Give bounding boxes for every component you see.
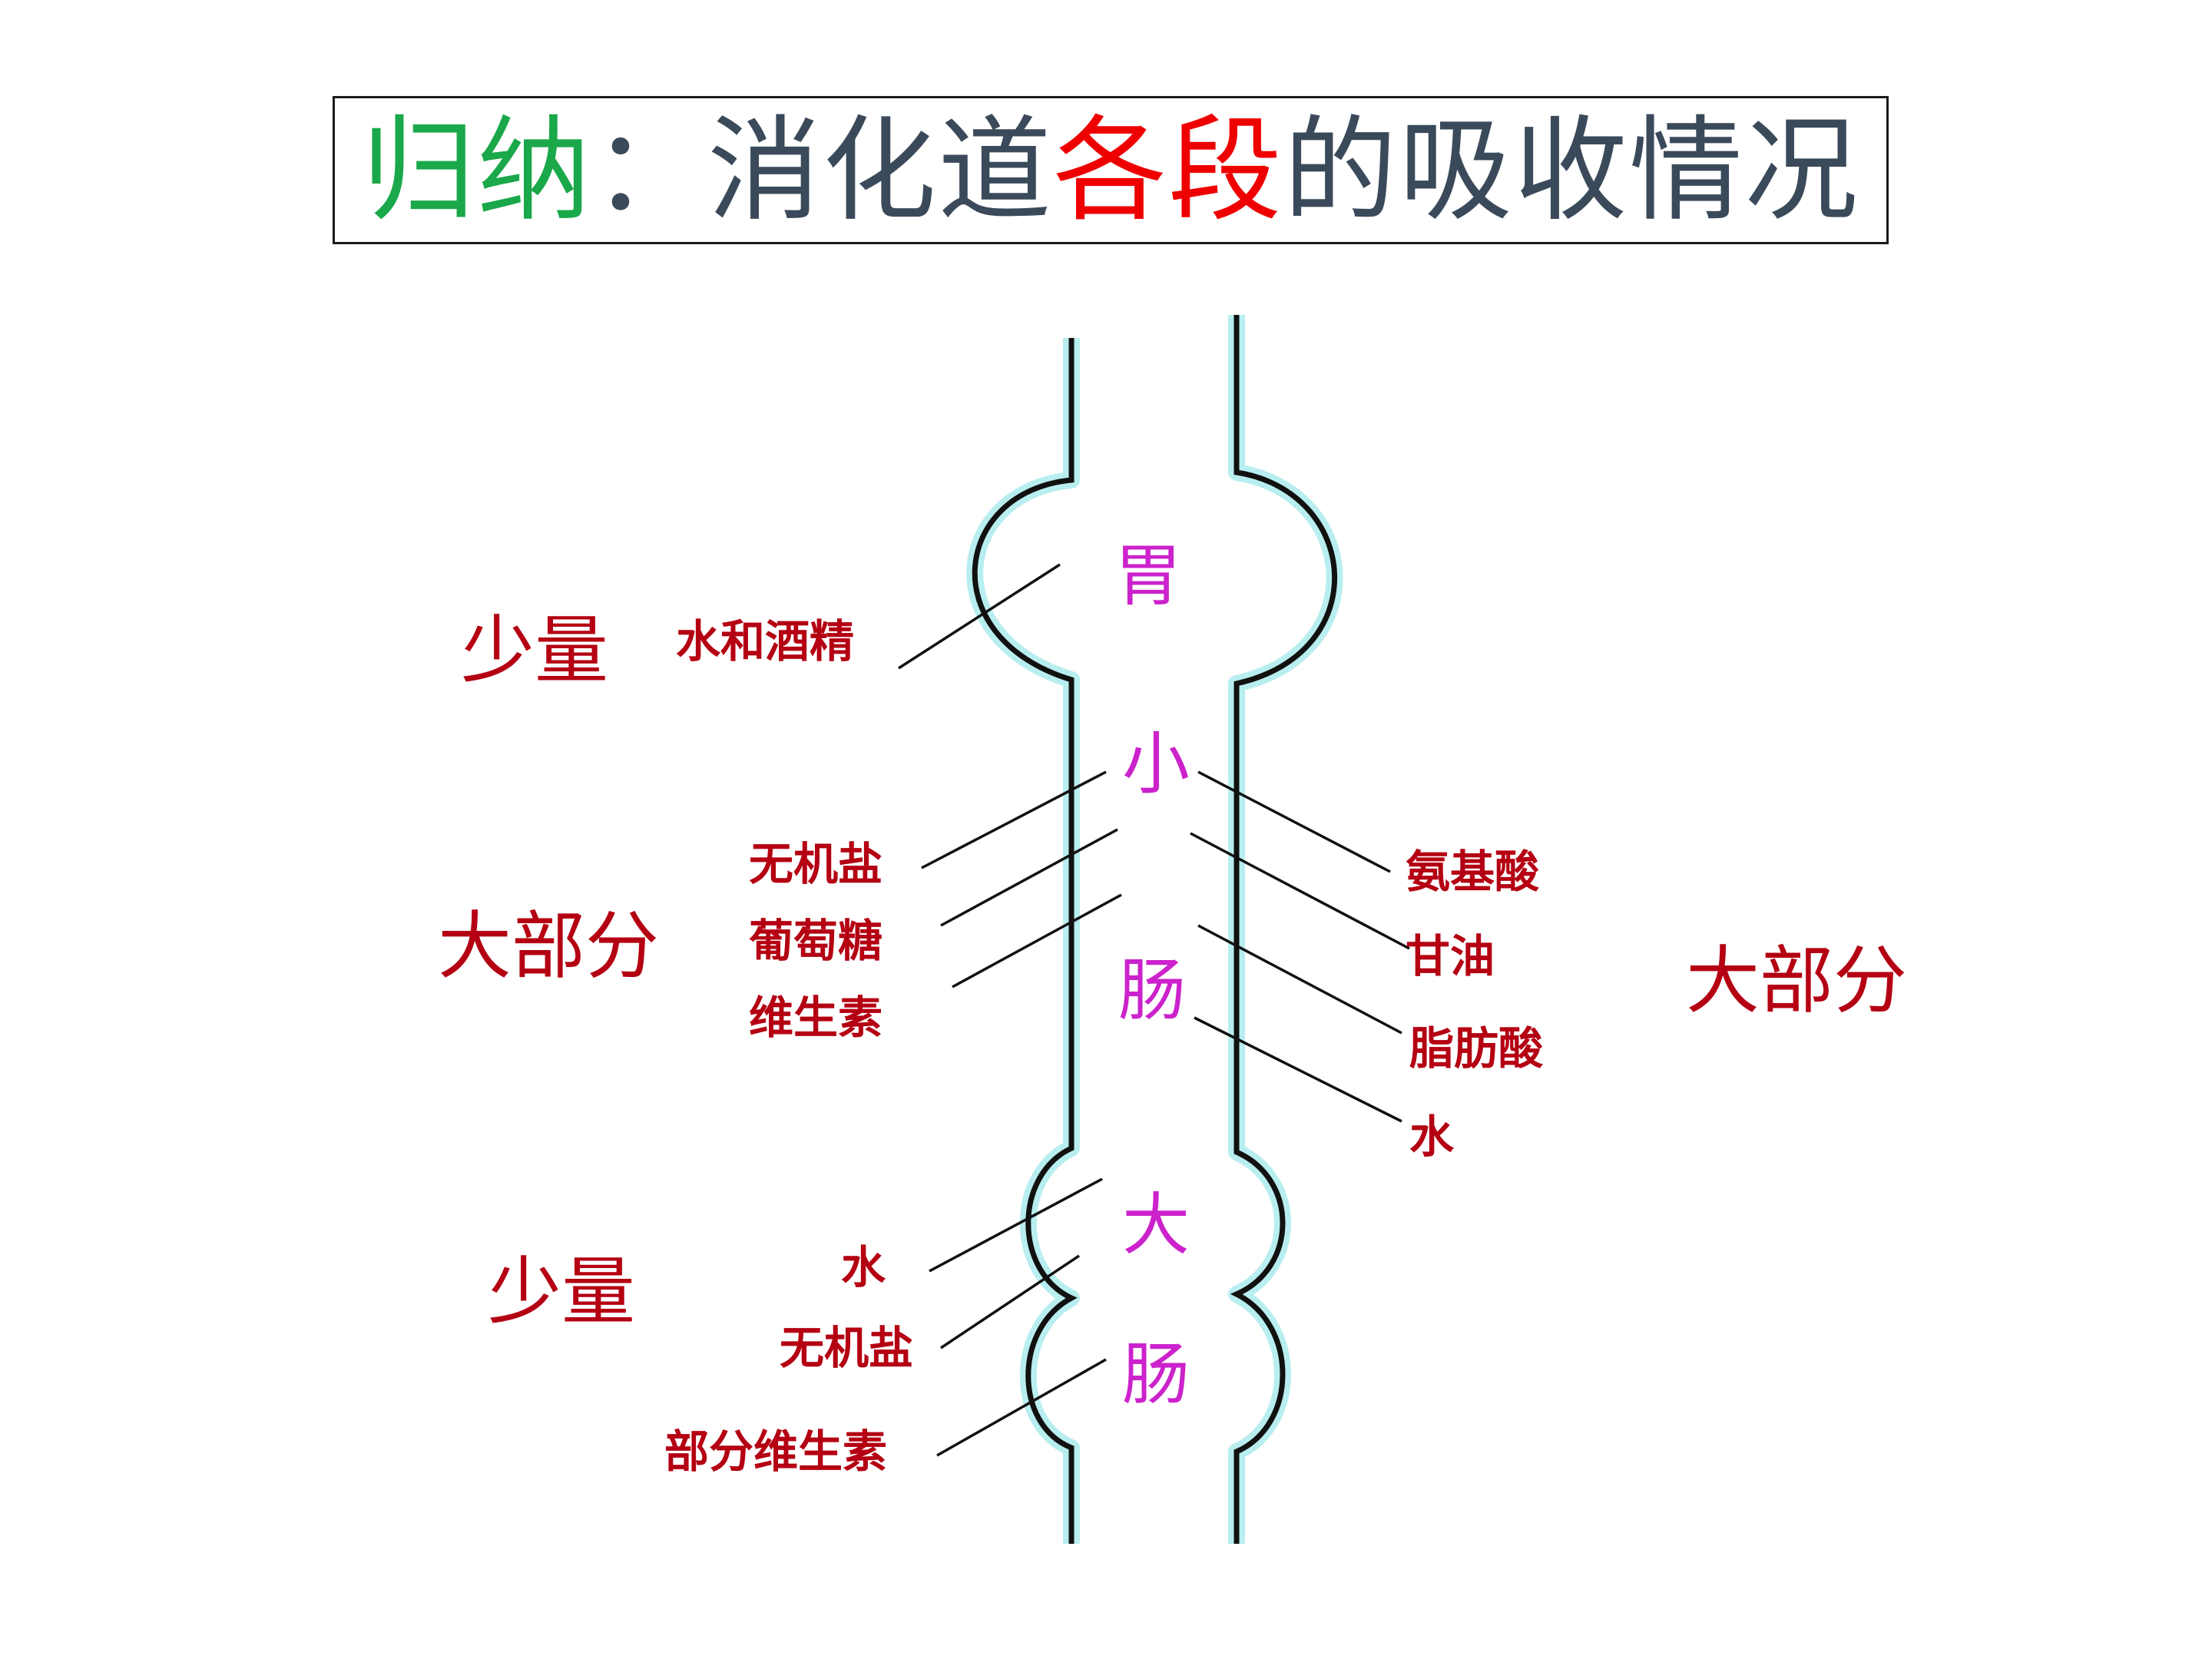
item-fatty-acid: 脂肪酸 — [1409, 1022, 1544, 1075]
title-part-each-segment: 各段 — [1053, 104, 1283, 237]
leader-stomach — [898, 563, 1061, 670]
item-partial-vitamins: 部分维生素 — [664, 1426, 887, 1478]
title-part-summary: 归纳 — [362, 104, 592, 237]
leader-si-left-1 — [921, 770, 1107, 869]
title-box: 归纳：消化道各段的吸收情况 — [333, 96, 1889, 244]
tract-left-wall — [972, 338, 1078, 1544]
organ-label-stomach: 胃 — [1114, 536, 1182, 615]
item-inorganic-salt: 无机盐 — [749, 838, 882, 890]
item-glucose: 葡萄糖 — [749, 915, 882, 967]
organ-label-small-intestine-2: 肠 — [1118, 951, 1186, 1030]
amount-large-intestine: 少量 — [488, 1249, 635, 1335]
amount-small-intestine-right: 大部分 — [1686, 938, 1907, 1024]
item-vitamin: 维生素 — [749, 992, 882, 1044]
leader-si-left-2 — [940, 828, 1118, 927]
leader-si-right-4 — [1194, 1016, 1402, 1123]
leader-si-right-2 — [1190, 832, 1410, 950]
leader-li-3 — [936, 1358, 1107, 1457]
amount-small-intestine-left: 大部分 — [438, 903, 659, 989]
organ-label-large-intestine-1: 大 — [1122, 1185, 1190, 1264]
item-amino-acid: 氨基酸 — [1406, 846, 1540, 898]
item-glycerol: 甘油 — [1406, 930, 1495, 982]
digestive-tract-outline — [972, 315, 1337, 1544]
organ-label-small-intestine-1: 小 — [1122, 724, 1190, 803]
item-water-li: 水 — [841, 1241, 886, 1293]
item-water-and-alcohol: 水和酒精 — [676, 615, 854, 667]
item-water-si: 水 — [1409, 1111, 1455, 1163]
leader-si-right-1 — [1197, 770, 1391, 873]
amount-stomach: 少量 — [461, 608, 608, 694]
tract-right-wall — [1230, 315, 1337, 1544]
leader-li-1 — [929, 1177, 1103, 1273]
title-part-absorption: 的吸收情况 — [1283, 104, 1859, 237]
leader-si-right-3 — [1197, 924, 1402, 1035]
leader-li-2 — [940, 1254, 1080, 1349]
leader-si-left-3 — [952, 893, 1122, 988]
title-part-digestive-tract: ：消化道 — [592, 104, 1053, 237]
organ-label-large-intestine-2: 肠 — [1122, 1335, 1190, 1414]
item-inorganic-salt-li: 无机盐 — [780, 1322, 913, 1374]
leader-lines — [898, 563, 1410, 1457]
